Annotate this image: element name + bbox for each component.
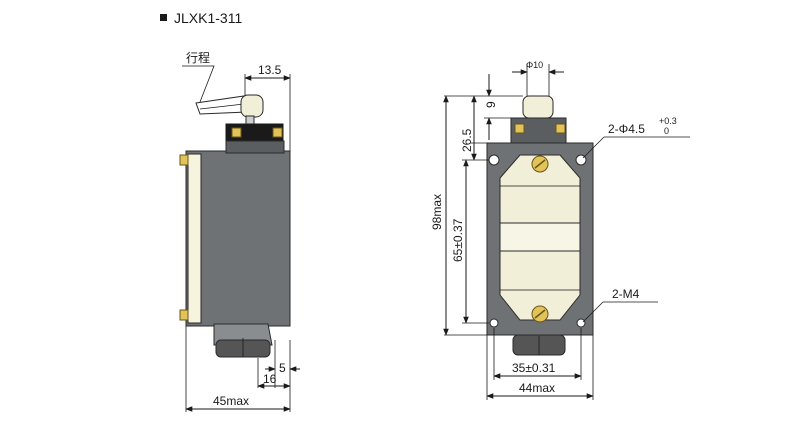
hole-tol-lower: 0 [664, 126, 669, 136]
dim-phi10: Φ10 [526, 60, 543, 70]
dim-13-5: 13.5 [258, 63, 282, 77]
stroke-label: 行程 [186, 50, 210, 65]
hole-label: 2-Φ4.5 [608, 122, 645, 136]
model-title: JLXK1-311 [174, 10, 242, 26]
dim-9: 9 [484, 101, 498, 108]
mount-hole-br [576, 318, 586, 328]
dim-45max: 45max [213, 394, 249, 408]
dim-5: 5 [279, 361, 286, 375]
mount-hole-tl [488, 154, 500, 166]
dim-44max: 44max [519, 381, 555, 395]
cover-plate [187, 153, 202, 324]
dim-16: 16 [263, 372, 277, 386]
screw-right [272, 127, 283, 138]
dim-65: 65±0.37 [451, 218, 465, 262]
thread-leader [582, 301, 604, 323]
stroke-leader [182, 65, 215, 103]
bullet-square-icon [160, 14, 167, 21]
lever-arm [195, 94, 264, 127]
dim-26-5: 26.5 [460, 128, 474, 152]
dim-98max: 98max [430, 194, 444, 230]
dim-35: 35±0.31 [512, 361, 556, 375]
mount-hole-bl [489, 318, 499, 328]
thread-label: 2-M4 [612, 287, 640, 301]
front-view: Φ10 9 26.5 98max 65±0.37 [430, 60, 690, 400]
roller [240, 94, 264, 118]
screw-left [231, 127, 242, 138]
plunger-cap [522, 95, 554, 119]
side-view: 13.5 行程 5 16 45max [179, 50, 300, 412]
hole-leader [582, 136, 605, 159]
hole-tol-upper: +0.3 [659, 116, 677, 126]
switch-body-side [185, 150, 291, 327]
label-window [499, 222, 581, 252]
